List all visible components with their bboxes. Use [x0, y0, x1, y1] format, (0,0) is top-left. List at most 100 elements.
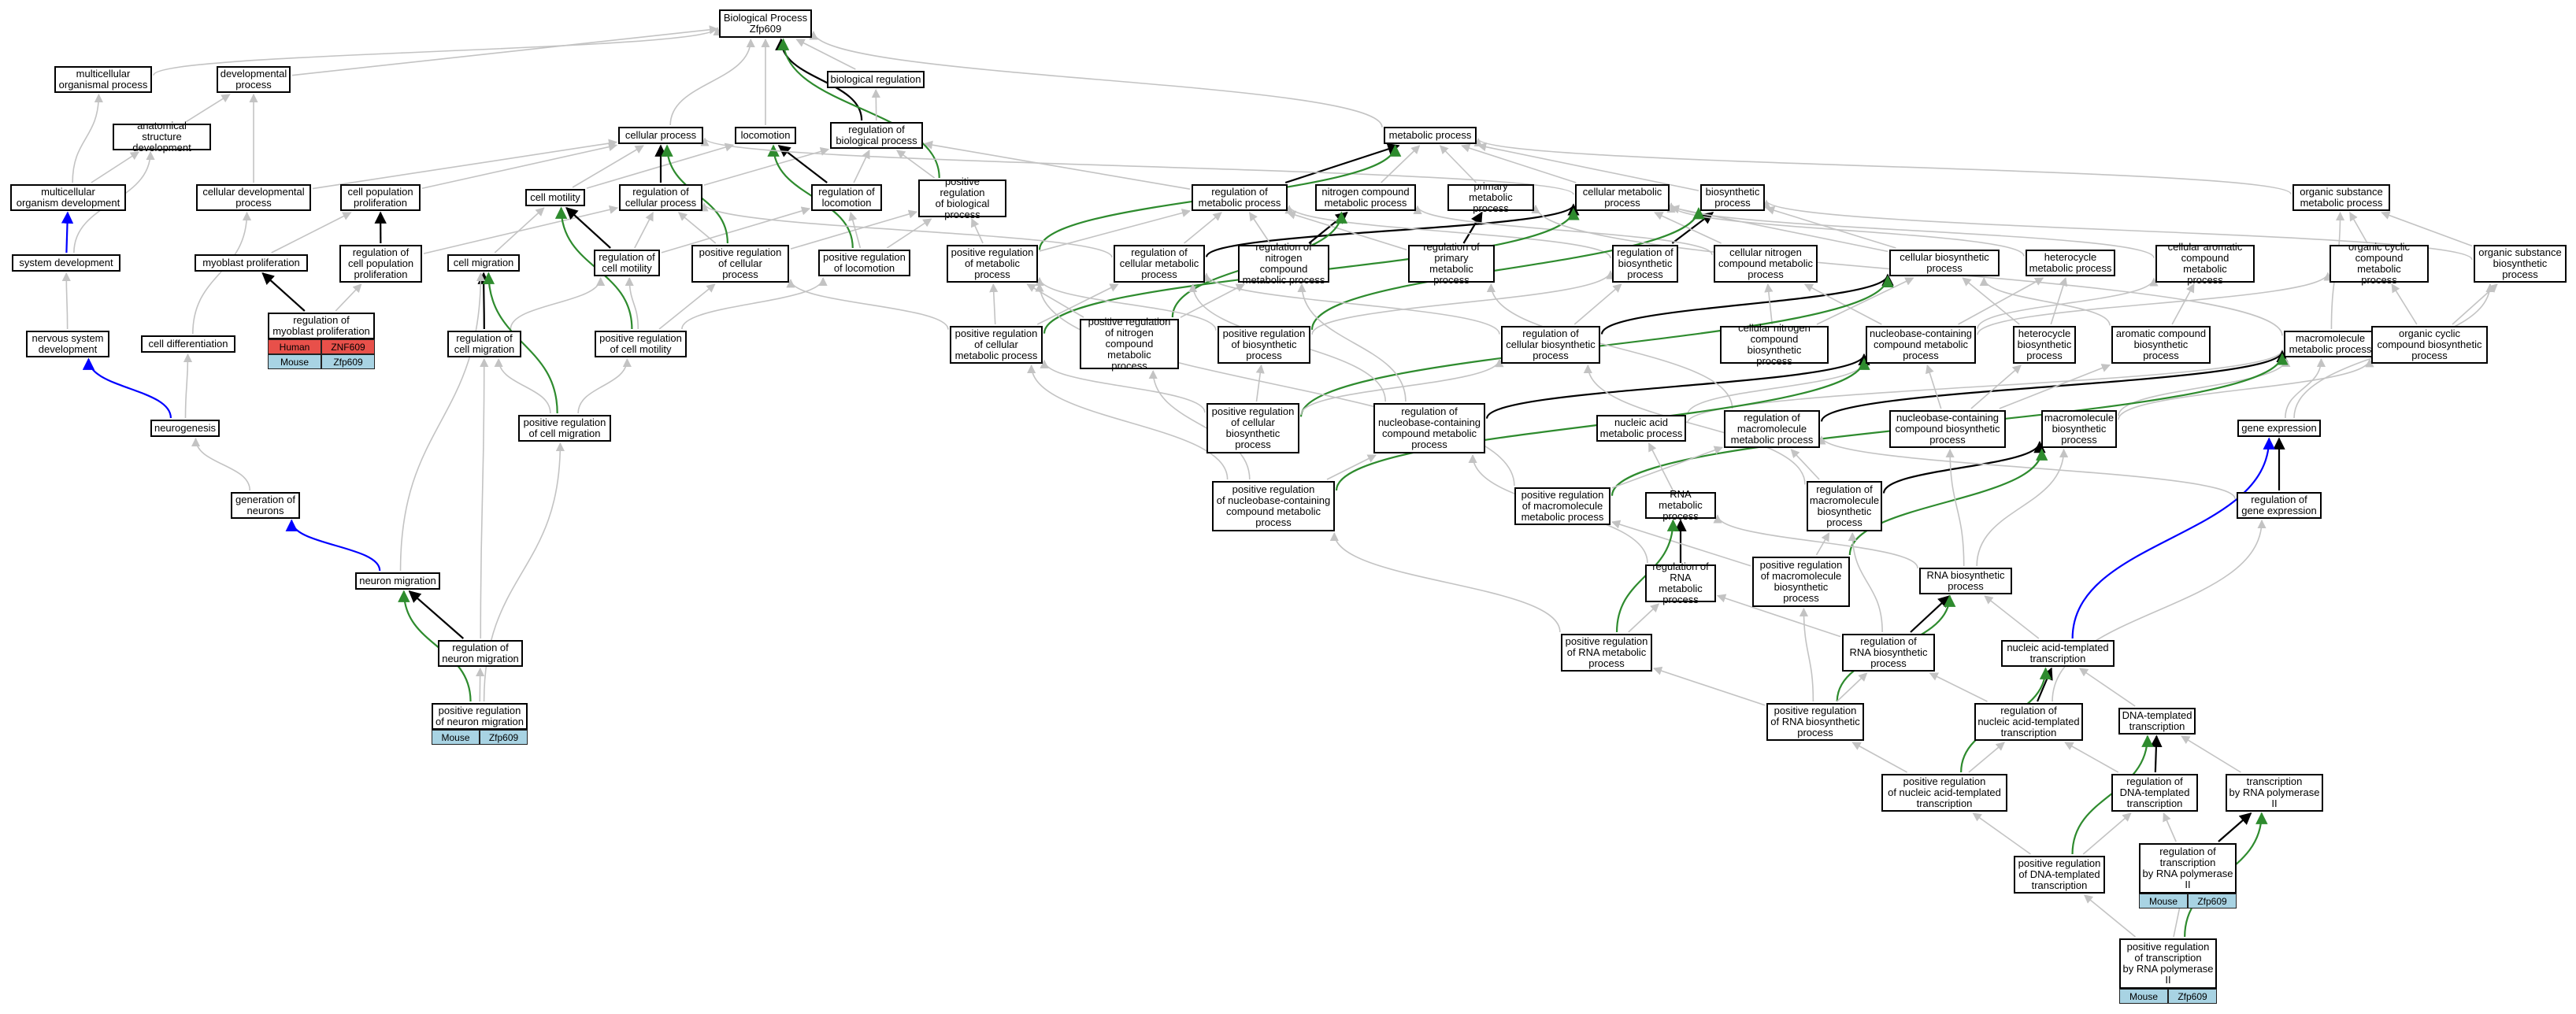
- node-regulation-of-myoblast-proliferation[interactable]: regulation of myoblast proliferation: [268, 313, 375, 339]
- node-regulation-of-nucleobase-containing-compound-metabolic-process[interactable]: regulation of nucleobase-containing comp…: [1373, 403, 1485, 453]
- node-macromolecule-biosynthetic-process[interactable]: macromolecule biosynthetic process: [2041, 410, 2117, 448]
- node-positive-regulation-of-rna-biosynthetic-process[interactable]: positive regulation of RNA biosynthetic …: [1766, 703, 1864, 741]
- node-organic-cyclic-compound-metabolic-process[interactable]: organic cyclic compound metabolic proces…: [2330, 242, 2429, 286]
- node-regulation-of-metabolic-process[interactable]: regulation of metabolic process: [1192, 184, 1288, 211]
- node-macromolecule-metabolic-process[interactable]: macromolecule metabolic process: [2284, 331, 2377, 357]
- edge-gray: [2181, 735, 2241, 773]
- node-biological-regulation[interactable]: biological regulation: [827, 71, 925, 88]
- node-cell-population-proliferation[interactable]: cell population proliferation: [340, 184, 421, 211]
- node-regulation-of-nucleic-acid-templated-transcription[interactable]: regulation of nucleic acid-templated tra…: [1974, 703, 2083, 741]
- edge-gray: [480, 357, 489, 639]
- node-positive-regulation-of-dna-templated-transcription[interactable]: positive regulation of DNA-templated tra…: [2014, 856, 2105, 894]
- node-nucleobase-containing-compound-metabolic-process[interactable]: nucleobase-containing compound metabolic…: [1866, 326, 1976, 364]
- node-regulation-of-gene-expression[interactable]: regulation of gene expression: [2237, 492, 2322, 519]
- node-system-development[interactable]: system development: [12, 254, 120, 272]
- node-dna-templated-transcription[interactable]: DNA-templated transcription: [2118, 708, 2196, 735]
- node-positive-regulation-of-nitrogen-compound-metabolic-process[interactable]: positive regulation of nitrogen compound…: [1080, 316, 1179, 372]
- node-positive-regulation-of-biological-process[interactable]: positive regulation of biological proces…: [918, 176, 1006, 220]
- node-regulation-of-transcription-by-rna-polymerase-ii[interactable]: regulation of transcription by RNA polym…: [2139, 843, 2237, 894]
- node-positive-regulation-of-biosynthetic-process[interactable]: positive regulation of biosynthetic proc…: [1218, 326, 1310, 364]
- species-label: Mouse: [2139, 894, 2188, 909]
- edge-gray: [1040, 359, 1206, 413]
- node-anatomical-structure-development[interactable]: anatomical structure development: [113, 120, 211, 154]
- node-positive-regulation-of-cellular-process[interactable]: positive regulation of cellular process: [691, 245, 789, 283]
- node-biosynthetic-process[interactable]: biosynthetic process: [1700, 184, 1765, 211]
- node-neuron-migration[interactable]: neuron migration: [355, 572, 440, 590]
- node-positive-regulation-of-locomotion[interactable]: positive regulation of locomotion: [818, 250, 910, 276]
- node-regulation-of-cell-motility[interactable]: regulation of cell motility: [594, 250, 660, 276]
- node-nucleic-acid-metabolic-process[interactable]: nucleic acid metabolic process: [1596, 415, 1686, 442]
- node-cellular-biosynthetic-process[interactable]: cellular biosynthetic process: [1889, 250, 2000, 276]
- node-regulation-of-dna-templated-transcription[interactable]: regulation of DNA-templated transcriptio…: [2111, 774, 2198, 812]
- node-regulation-of-cellular-metabolic-process[interactable]: regulation of cellular metabolic process: [1114, 245, 1205, 283]
- node-myoblast-proliferation[interactable]: myoblast proliferation: [195, 254, 308, 272]
- node-regulation-of-macromolecule-metabolic-process[interactable]: regulation of macromolecule metabolic pr…: [1724, 410, 1820, 448]
- node-cellular-nitrogen-compound-biosynthetic-process[interactable]: cellular nitrogen compound biosynthetic …: [1720, 323, 1829, 367]
- node-nucleic-acid-templated-transcription[interactable]: nucleic acid-templated transcription: [2001, 640, 2115, 667]
- node-regulation-of-biological-process[interactable]: regulation of biological process: [830, 122, 923, 149]
- node-regulation-of-cell-population-proliferation[interactable]: regulation of cell population proliferat…: [339, 245, 422, 283]
- node-cellular-developmental-process[interactable]: cellular developmental process: [196, 184, 311, 211]
- node-regulation-of-biosynthetic-process[interactable]: regulation of biosynthetic process: [1612, 245, 1678, 283]
- node-regulation-of-rna-metabolic-process[interactable]: regulation of RNA metabolic process: [1645, 561, 1716, 605]
- node-cell-motility[interactable]: cell motility: [525, 189, 585, 206]
- node-gene-expression[interactable]: gene expression: [2237, 420, 2321, 437]
- node-cellular-metabolic-process[interactable]: cellular metabolic process: [1575, 184, 1670, 211]
- node-positive-regulation-of-cell-motility[interactable]: positive regulation of cell motility: [595, 331, 687, 357]
- node-positive-regulation-of-macromolecule-metabolic-process[interactable]: positive regulation of macromolecule met…: [1514, 487, 1610, 525]
- node-neurogenesis[interactable]: neurogenesis: [150, 420, 220, 437]
- node-nucleobase-containing-compound-biosynthetic-process[interactable]: nucleobase-containing compound biosynthe…: [1889, 410, 2006, 448]
- node-regulation-of-locomotion[interactable]: regulation of locomotion: [811, 184, 882, 211]
- node-positive-regulation-of-metabolic-process[interactable]: positive regulation of metabolic process: [947, 245, 1038, 283]
- node-rna-biosynthetic-process[interactable]: RNA biosynthetic process: [1919, 568, 2012, 594]
- node-regulation-of-primary-metabolic-process[interactable]: regulation of primary metabolic process: [1408, 242, 1495, 286]
- node-positive-regulation-of-neuron-migration[interactable]: positive regulation of neuron migration: [432, 703, 528, 730]
- node-positive-regulation-of-macromolecule-biosynthetic-process[interactable]: positive regulation of macromolecule bio…: [1752, 557, 1850, 607]
- node-cellular-aromatic-compound-metabolic-process[interactable]: cellular aromatic compound metabolic pro…: [2155, 242, 2255, 286]
- node-multicellular-organism-development[interactable]: multicellular organism development: [10, 184, 126, 211]
- edge-gray: [848, 211, 862, 249]
- node-nitrogen-compound-metabolic-process[interactable]: nitrogen compound metabolic process: [1315, 184, 1416, 211]
- node-cell-migration[interactable]: cell migration: [447, 254, 520, 272]
- node-positive-regulation-of-nucleic-acid-templated-transcription[interactable]: positive regulation of nucleic acid-temp…: [1881, 774, 2007, 812]
- node-metabolic-process[interactable]: metabolic process: [1384, 127, 1477, 144]
- node-aromatic-compound-biosynthetic-process[interactable]: aromatic compound biosynthetic process: [2111, 326, 2211, 364]
- node-organic-cyclic-compound-biosynthetic-process[interactable]: organic cyclic compound biosynthetic pro…: [2371, 326, 2488, 364]
- edge-gray: [1039, 209, 1192, 252]
- node-cell-differentiation[interactable]: cell differentiation: [141, 335, 235, 353]
- node-cellular-nitrogen-compound-metabolic-process[interactable]: cellular nitrogen compound metabolic pro…: [1714, 245, 1818, 283]
- node-regulation-of-cellular-biosynthetic-process[interactable]: regulation of cellular biosynthetic proc…: [1501, 326, 1600, 364]
- node-positive-regulation-of-cell-migration[interactable]: positive regulation of cell migration: [518, 415, 611, 442]
- node-primary-metabolic-process[interactable]: primary metabolic process: [1447, 181, 1534, 214]
- node-transcription-by-rna-polymerase-ii[interactable]: transcription by RNA polymerase II: [2226, 774, 2323, 812]
- node-positive-regulation-of-cellular-biosynthetic-process[interactable]: positive regulation of cellular biosynth…: [1206, 403, 1299, 453]
- node-positive-regulation-of-rna-metabolic-process[interactable]: positive regulation of RNA metabolic pro…: [1561, 634, 1652, 672]
- node-generation-of-neurons[interactable]: generation of neurons: [231, 492, 300, 519]
- edge-black: [1284, 142, 1400, 184]
- edge-gray: [669, 38, 755, 126]
- node-organic-substance-metabolic-process[interactable]: organic substance metabolic process: [2292, 184, 2390, 211]
- node-bp[interactable]: Biological Process Zfp609: [719, 9, 812, 38]
- edge-gray: [335, 283, 362, 312]
- node-rna-metabolic-process[interactable]: RNA metabolic process: [1645, 489, 1716, 522]
- node-organic-substance-biosynthetic-process[interactable]: organic substance biosynthetic process: [2474, 245, 2567, 283]
- node-regulation-of-rna-biosynthetic-process[interactable]: regulation of RNA biosynthetic process: [1842, 634, 1935, 672]
- node-developmental-process[interactable]: developmental process: [217, 66, 291, 93]
- node-positive-regulation-of-transcription-by-rna-polymerase-ii[interactable]: positive regulation of transcription by …: [2119, 938, 2217, 989]
- node-regulation-of-cell-migration[interactable]: regulation of cell migration: [447, 331, 521, 357]
- node-positive-regulation-of-nucleobase-containing-compound-metabolic-process[interactable]: positive regulation of nucleobase-contai…: [1212, 481, 1335, 531]
- node-cellular-process[interactable]: cellular process: [618, 127, 703, 144]
- edge-gray: [183, 353, 193, 419]
- node-heterocycle-metabolic-process[interactable]: heterocycle metabolic process: [2026, 250, 2115, 276]
- node-heterocycle-biosynthetic-process[interactable]: heterocycle biosynthetic process: [2013, 326, 2076, 364]
- node-locomotion[interactable]: locomotion: [735, 127, 796, 144]
- node-positive-regulation-of-cellular-metabolic-process[interactable]: positive regulation of cellular metaboli…: [950, 326, 1043, 364]
- edge-black: [565, 206, 611, 249]
- node-regulation-of-cellular-process[interactable]: regulation of cellular process: [619, 184, 702, 211]
- node-regulation-of-macromolecule-biosynthetic-process[interactable]: regulation of macromolecule biosynthetic…: [1807, 481, 1882, 531]
- node-regulation-of-neuron-migration[interactable]: regulation of neuron migration: [438, 640, 523, 667]
- node-regulation-of-nitrogen-compound-metabolic-process[interactable]: regulation of nitrogen compound metaboli…: [1238, 242, 1329, 286]
- node-multicellular-organismal-process[interactable]: multicellular organismal process: [54, 66, 152, 93]
- node-nervous-system-development[interactable]: nervous system development: [26, 331, 109, 357]
